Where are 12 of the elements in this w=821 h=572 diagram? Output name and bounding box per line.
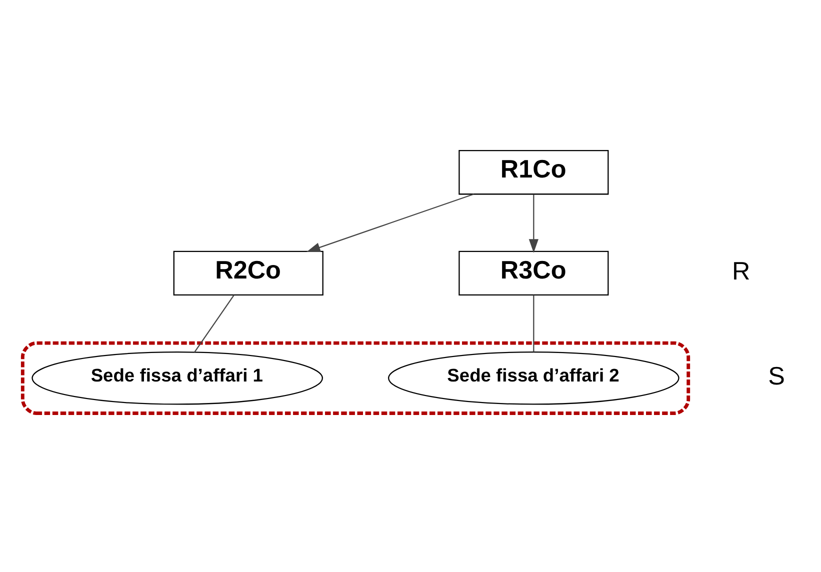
- node-box: R1Co: [458, 150, 609, 194]
- node-box: R3Co: [458, 250, 609, 296]
- label: S: [768, 362, 785, 390]
- node-box: R2Co: [173, 250, 324, 296]
- node-ellipse: Sede fissa d’affari 2: [388, 351, 680, 404]
- connector: [533, 294, 534, 352]
- label: R: [732, 257, 750, 286]
- arrow: [306, 193, 474, 252]
- cluster: [20, 340, 690, 414]
- node-ellipse: Sede fissa d’affari 1: [32, 351, 323, 404]
- arrow: [528, 194, 538, 252]
- connector: [194, 294, 234, 352]
